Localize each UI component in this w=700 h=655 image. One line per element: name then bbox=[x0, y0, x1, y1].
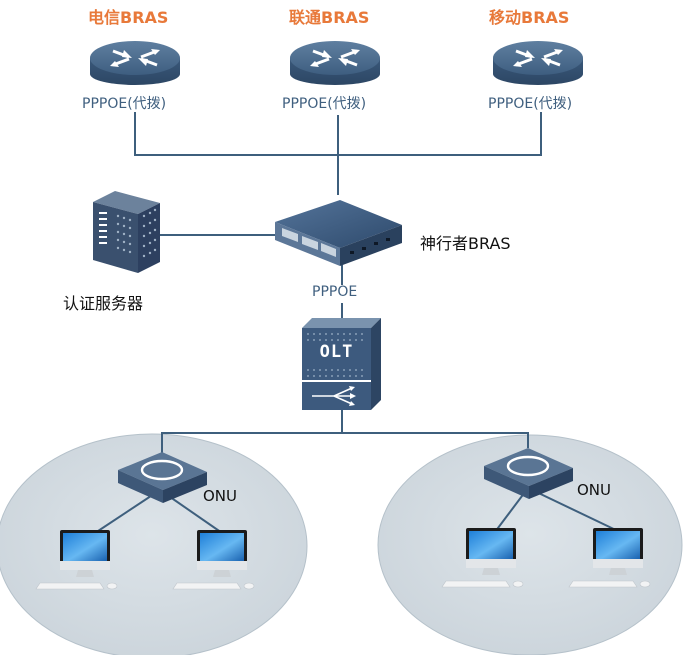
server-icon bbox=[93, 191, 160, 273]
desktop-computer-icon bbox=[197, 530, 247, 577]
isp-protocol-unicom: PPPOE(代拨) bbox=[282, 96, 367, 112]
mouse-icon bbox=[243, 582, 255, 590]
keyboard-icon bbox=[568, 580, 651, 588]
isp-protocol-telecom: PPPOE(代拨) bbox=[82, 96, 167, 112]
onu-icon bbox=[118, 452, 207, 503]
core-bras-label: 神行者BRAS bbox=[420, 234, 511, 253]
isp-name-mobile: 移动BRAS bbox=[489, 8, 570, 27]
access-cloud-right bbox=[377, 434, 683, 655]
onu-label-right: ONU bbox=[577, 481, 612, 499]
onu-label-left: ONU bbox=[203, 487, 238, 505]
splitter-arrow-icon bbox=[312, 387, 353, 405]
isp-name-telecom: 电信BRAS bbox=[88, 8, 169, 27]
olt-label: OLT bbox=[319, 342, 354, 362]
mouse-icon bbox=[106, 582, 118, 590]
switch-icon bbox=[275, 200, 402, 266]
link-lines bbox=[91, 112, 621, 536]
isp-protocol-mobile: PPPOE(代拨) bbox=[488, 96, 573, 112]
keyboard-icon bbox=[172, 582, 255, 590]
mouse-icon bbox=[512, 580, 524, 588]
keyboard-icon bbox=[441, 580, 524, 588]
desktop-computer-icon bbox=[60, 530, 110, 577]
olt-icon bbox=[302, 318, 381, 410]
router-icon bbox=[493, 41, 583, 85]
isp-name-unicom: 联通BRAS bbox=[289, 8, 370, 27]
router-icon bbox=[290, 41, 380, 85]
access-cloud-left bbox=[0, 433, 308, 655]
auth-server-label: 认证服务器 bbox=[63, 294, 144, 313]
onu-icon bbox=[484, 448, 573, 499]
desktop-computer-icon bbox=[466, 528, 516, 575]
core-protocol-label: PPPOE bbox=[312, 284, 358, 300]
mouse-icon bbox=[639, 580, 651, 588]
keyboard-icon bbox=[35, 582, 118, 590]
desktop-computer-icon bbox=[593, 528, 643, 575]
router-icon bbox=[90, 41, 180, 85]
